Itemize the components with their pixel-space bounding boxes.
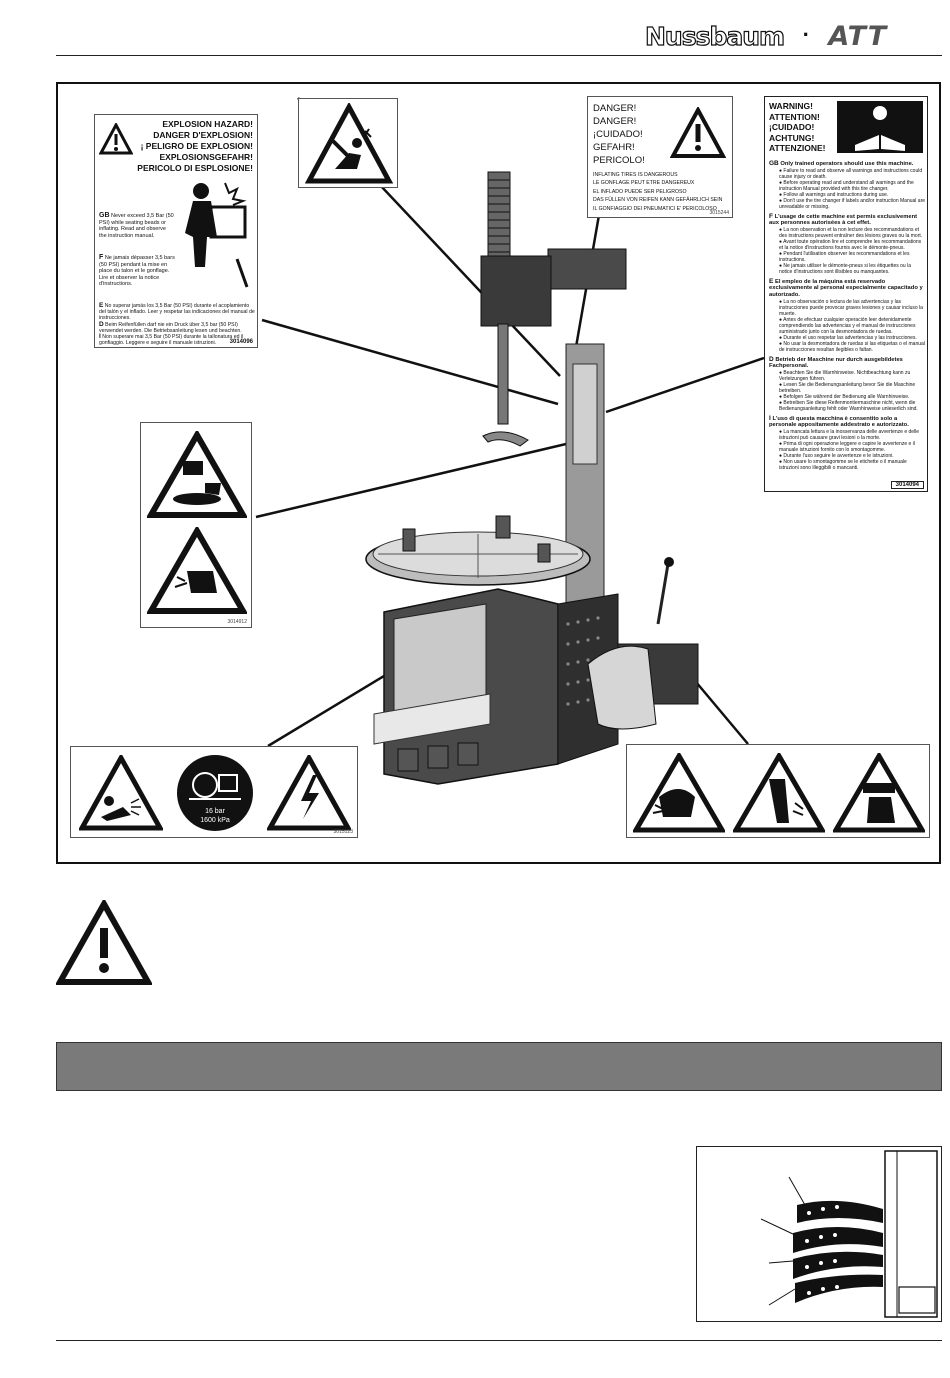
explosion-part-no: 3014096 — [229, 339, 253, 345]
explosion-title-5: PERICOLO DI ESPLOSIONE! — [137, 163, 253, 173]
air-electric-hazard-label: 16 bar 1600 kPa 3015123 — [70, 746, 358, 838]
warning-section-d: D Betrieb der Maschine nur durch ausgebi… — [769, 355, 918, 412]
explosion-e-code: E — [99, 302, 104, 309]
crush-hazard-label: 3014912 — [140, 422, 252, 628]
explosion-hazard-label: EXPLOSION HAZARD! DANGER D'EXPLOSION! ¡ … — [94, 114, 258, 348]
bead-detail-figure — [696, 1146, 942, 1322]
explosion-d-text: Beim Reifenfüllen darf nie ein Druck übe… — [99, 321, 242, 334]
warning-title-1: WARNING! — [769, 101, 813, 111]
danger-sub-3: EL INFLADO PUEDE SER PELIGROSO — [593, 188, 687, 195]
warning-sections: GB Only trained operators should use thi… — [769, 160, 926, 471]
impact-hazard-label — [298, 98, 398, 188]
danger-line-2: DANGER! — [593, 116, 637, 127]
machine-figure: EXPLOSION HAZARD! DANGER D'EXPLOSION! ¡ … — [56, 82, 941, 864]
explosion-title-2: DANGER D'EXPLOSION! — [153, 130, 253, 140]
crush-part-no: 3014912 — [227, 619, 247, 625]
explosion-gb-code: GB — [99, 212, 110, 219]
bead-detail-drawing — [760, 1150, 938, 1318]
air-part-no: 3015123 — [333, 829, 353, 835]
warning-triangle-icon — [56, 900, 152, 985]
pressure-bar-text: 16 bar — [205, 808, 226, 815]
warning-triangle-icon — [670, 107, 726, 158]
warning-section-e: E El empleo de la máquina está reservado… — [769, 277, 925, 353]
explosion-pictogram — [185, 182, 249, 288]
warning-title-5: ATTENZIONE! — [769, 143, 826, 153]
explosion-e-text: No superar jamás los 3,5 Bar (50 PSI) du… — [99, 303, 255, 322]
explosion-f-text: Ne jamais dépasser 3,5 bars (50 PSI) pen… — [99, 255, 175, 287]
brand-logo: Nussbaum · ATT — [644, 21, 888, 52]
danger-line-1: DANGER! — [593, 103, 637, 114]
danger-inflation-label: DANGER! DANGER! ¡CUIDADO! GEFAHR! PERICO… — [587, 96, 733, 218]
foot-crush-hazard-icon — [833, 753, 925, 833]
compressor-pressure-icon: 16 bar 1600 kPa — [177, 755, 253, 831]
impact-hazard-icon — [305, 103, 393, 184]
danger-sub-5: IL GONFIAGGIO DEI PNEUMATICI E' PERICOLO… — [593, 205, 717, 212]
section-heading-bar — [56, 1042, 942, 1091]
header-rule — [56, 55, 942, 56]
tire-changer-illustration — [255, 97, 765, 785]
read-manual-icon — [837, 101, 923, 153]
explosion-title-4: EXPLOSIONSGEFAHR! — [159, 152, 253, 162]
bead-breaker-hazard-icon — [633, 753, 725, 833]
danger-line-5: PERICOLO! — [593, 155, 645, 166]
warning-section-gb: GB Only trained operators should use thi… — [769, 160, 926, 210]
explosion-title-1: EXPLOSION HAZARD! — [162, 119, 253, 129]
compressed-air-hazard-icon — [79, 755, 163, 831]
explosion-i-code: I — [99, 333, 101, 341]
warning-title-2: ATTENTION! — [769, 111, 820, 122]
danger-sub-4: DAS FÜLLEN VON REIFEN KANN GEFÄHRLICH SE… — [593, 197, 723, 204]
explosion-f-code: F — [99, 254, 104, 261]
explosion-title-3: ¡ PELIGRO DE EXPLOSION! — [140, 141, 253, 151]
danger-line-3: ¡CUIDADO! — [593, 129, 643, 140]
explosion-d-code: D — [99, 320, 104, 328]
warning-part-no: 3014094 — [890, 481, 924, 489]
explosion-i-text: Non superare mai 3,5 Bar (50 PSI) durant… — [99, 334, 244, 347]
warning-section-i: I L'uso di questa macchina è consentito … — [769, 414, 920, 471]
danger-part-no: 3015244 — [709, 210, 729, 216]
danger-sub-1: INFLATING TIRES IS DANGEROUS — [593, 172, 678, 178]
brand-nussbaum: Nussbaum — [644, 21, 785, 51]
danger-line-4: GEFAHR! — [593, 142, 635, 153]
warning-triangle-icon — [99, 123, 133, 155]
brand-separator: · — [802, 22, 810, 47]
explosion-gb-text: Never exceed 3,5 Bar (50 PSI) while seat… — [99, 213, 174, 239]
bead-breaker-hazard-label — [626, 744, 930, 838]
arm-swing-hazard-icon — [733, 753, 825, 833]
warning-section-f: F L'usage de cette machine est permis ex… — [769, 212, 923, 275]
brand-att: ATT — [828, 21, 888, 52]
hand-crush-hazard-icon — [147, 431, 247, 518]
pressure-kpa-text: 1600 kPa — [200, 817, 230, 824]
read-manual-warning-label: WARNING! ATTENTION! ¡CUIDADO! ACHTUNG! A… — [764, 96, 928, 492]
warning-title-3: ¡CUIDADO! — [769, 122, 815, 132]
footer-rule — [56, 1340, 942, 1341]
electrical-hazard-icon — [267, 755, 351, 831]
warning-title-4: ACHTUNG! — [769, 132, 815, 143]
hand-pinch-hazard-icon — [147, 527, 247, 614]
danger-sub-2: LE GONFLAGE PEUT ETRE DANGEREUX — [593, 180, 695, 187]
